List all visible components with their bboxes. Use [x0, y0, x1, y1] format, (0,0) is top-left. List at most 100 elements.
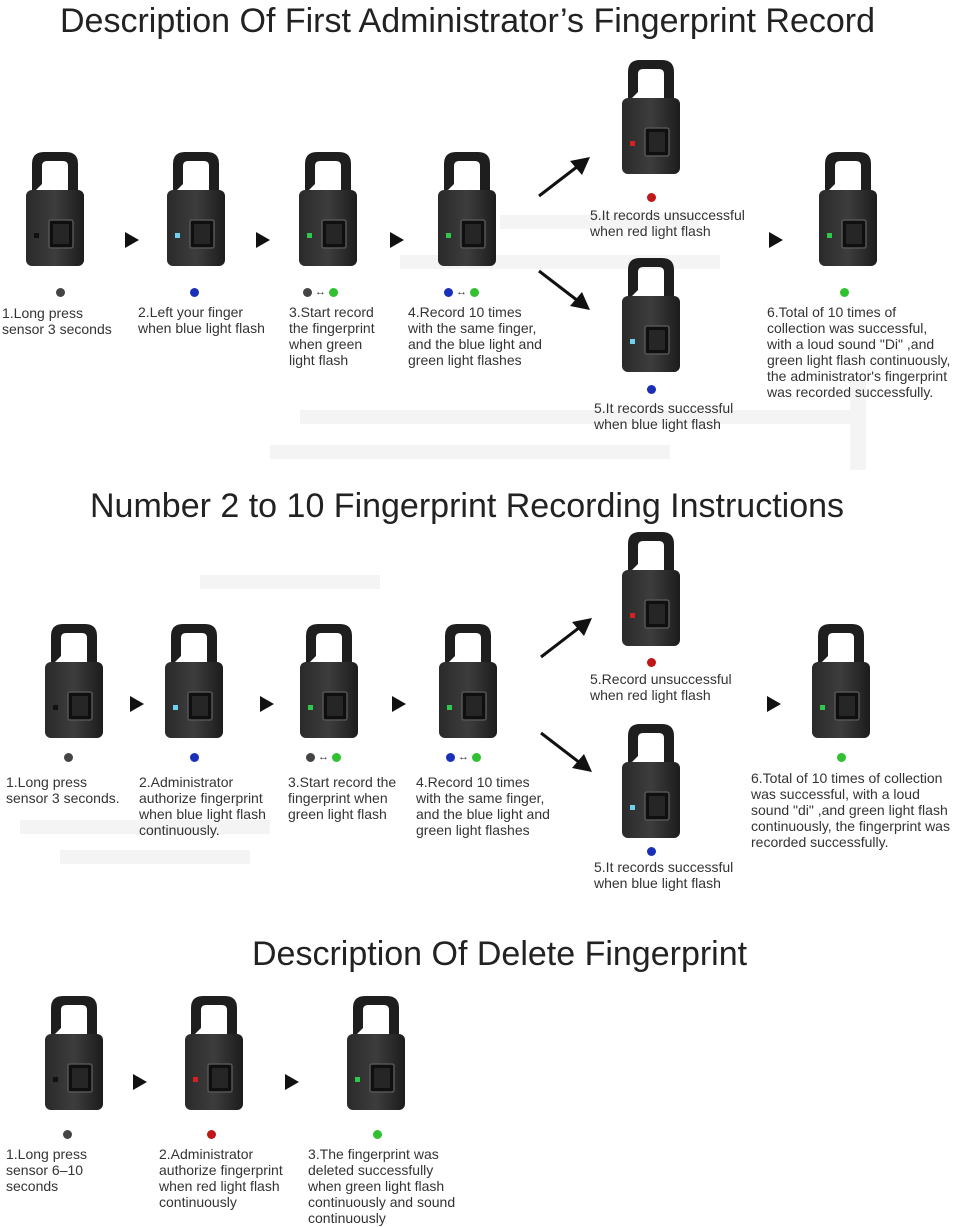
green-dot-icon: [329, 287, 338, 297]
arrow-up-right-icon: [540, 618, 592, 659]
watermark-stripe: [850, 380, 866, 470]
green-dot-icon: [373, 1129, 382, 1139]
step-caption: 3.Start record the fingerprint when gree…: [289, 304, 375, 368]
double-arrow-icon: ↔: [456, 285, 467, 298]
arrow-right-icon: [767, 696, 781, 712]
gray-dot-icon: [303, 287, 312, 297]
arrow-right-icon: [260, 696, 274, 712]
green-dot-icon: [837, 752, 846, 762]
padlock-icon: [810, 622, 872, 740]
arrow-down-right-icon: [540, 731, 592, 772]
led-indicator: [373, 1128, 382, 1140]
double-arrow-icon: ↔: [315, 285, 326, 298]
led-indicator: [647, 845, 656, 857]
arrow-right-icon: [133, 1074, 147, 1090]
section-title-delete: Description Of Delete Fingerprint: [252, 935, 748, 973]
gray-dot-icon: [56, 287, 65, 297]
step-caption: 2.Administrator authorize fingerprint wh…: [159, 1146, 283, 1210]
padlock-icon: [183, 994, 245, 1112]
arrow-right-icon: [125, 232, 139, 248]
step-caption: 5.Record unsuccessful when red light fla…: [590, 671, 732, 703]
step-caption: 3.Start record the fingerprint when gree…: [288, 774, 397, 822]
led-indicator: [190, 286, 199, 298]
red-dot-icon: [647, 192, 656, 202]
led-indicator: [56, 286, 65, 298]
watermark-stripe: [200, 575, 380, 589]
arrow-right-icon: [392, 696, 406, 712]
arrow-right-icon: [390, 232, 404, 248]
blue-dot-icon: [444, 287, 453, 297]
step-caption: 4.Record 10 times with the same finger, …: [416, 774, 550, 838]
arrow-down-right-icon: [538, 269, 590, 310]
arrow-right-icon: [256, 232, 270, 248]
step-caption: 6.Total of 10 times of collection was su…: [767, 304, 951, 400]
green-dot-icon: [332, 752, 341, 762]
padlock-icon: [620, 722, 682, 840]
padlock-icon: [620, 530, 682, 648]
led-indicator: [63, 1128, 72, 1140]
watermark-stripe: [60, 850, 250, 864]
blue-dot-icon: [446, 752, 455, 762]
double-arrow-icon: ↔: [318, 750, 329, 763]
padlock-icon: [43, 994, 105, 1112]
red-dot-icon: [647, 657, 656, 667]
step-caption: 2.Left your finger when blue light flash: [138, 304, 265, 336]
padlock-icon: [163, 622, 225, 740]
padlock-icon: [24, 150, 86, 268]
blue-dot-icon: [190, 752, 199, 762]
led-indicator: [647, 191, 656, 203]
padlock-icon: [817, 150, 879, 268]
watermark-stripe: [300, 410, 860, 424]
led-indicator: [840, 286, 849, 298]
red-dot-icon: [207, 1129, 216, 1139]
padlock-icon: [436, 150, 498, 268]
green-dot-icon: [840, 287, 849, 297]
gray-dot-icon: [63, 1129, 72, 1139]
padlock-icon: [620, 58, 682, 176]
section-title-number-2-10: Number 2 to 10 Fingerprint Recording Ins…: [90, 487, 845, 525]
gray-dot-icon: [306, 752, 315, 762]
padlock-icon: [43, 622, 105, 740]
padlock-icon: [298, 622, 360, 740]
step-caption: 1.Long press sensor 6–10 seconds: [6, 1146, 87, 1194]
arrow-up-right-icon: [538, 157, 590, 198]
step-caption: 4.Record 10 times with the same finger, …: [408, 304, 542, 368]
step-caption: 1.Long press sensor 3 seconds: [2, 305, 112, 337]
arrow-right-icon: [769, 232, 783, 248]
green-dot-icon: [470, 287, 479, 297]
step-caption: 5.It records successful when blue light …: [594, 400, 734, 432]
watermark-stripe: [270, 445, 670, 459]
padlock-icon: [437, 622, 499, 740]
padlock-icon: [620, 256, 682, 374]
led-indicator: ↔: [306, 751, 341, 763]
led-indicator: [647, 656, 656, 668]
arrow-right-icon: [130, 696, 144, 712]
step-caption: 5.It records unsuccessful when red light…: [590, 207, 745, 239]
padlock-icon: [165, 150, 227, 268]
blue-dot-icon: [647, 846, 656, 856]
green-dot-icon: [472, 752, 481, 762]
step-caption: 2.Administrator authorize fingerprint wh…: [139, 774, 266, 838]
led-indicator: ↔: [446, 751, 481, 763]
led-indicator: [64, 751, 73, 763]
step-caption: 6.Total of 10 times of collection was su…: [751, 770, 950, 850]
step-caption: 3.The fingerprint was deleted successful…: [308, 1146, 456, 1226]
arrow-right-icon: [285, 1074, 299, 1090]
led-indicator: [647, 383, 656, 395]
blue-dot-icon: [190, 287, 199, 297]
led-indicator: ↔: [444, 286, 479, 298]
section-title-first-admin: Description Of First Administrator’s Fin…: [60, 2, 876, 40]
watermark-stripe: [20, 820, 270, 834]
padlock-icon: [297, 150, 359, 268]
led-indicator: [207, 1128, 216, 1140]
led-indicator: ↔: [303, 286, 338, 298]
double-arrow-icon: ↔: [458, 750, 469, 763]
led-indicator: [837, 751, 846, 763]
step-caption: 1.Long press sensor 3 seconds.: [6, 774, 120, 806]
gray-dot-icon: [64, 752, 73, 762]
padlock-icon: [345, 994, 407, 1112]
step-caption: 5.It records successful when blue light …: [594, 859, 734, 891]
blue-dot-icon: [647, 384, 656, 394]
watermark-stripe: [500, 215, 700, 229]
led-indicator: [190, 751, 199, 763]
